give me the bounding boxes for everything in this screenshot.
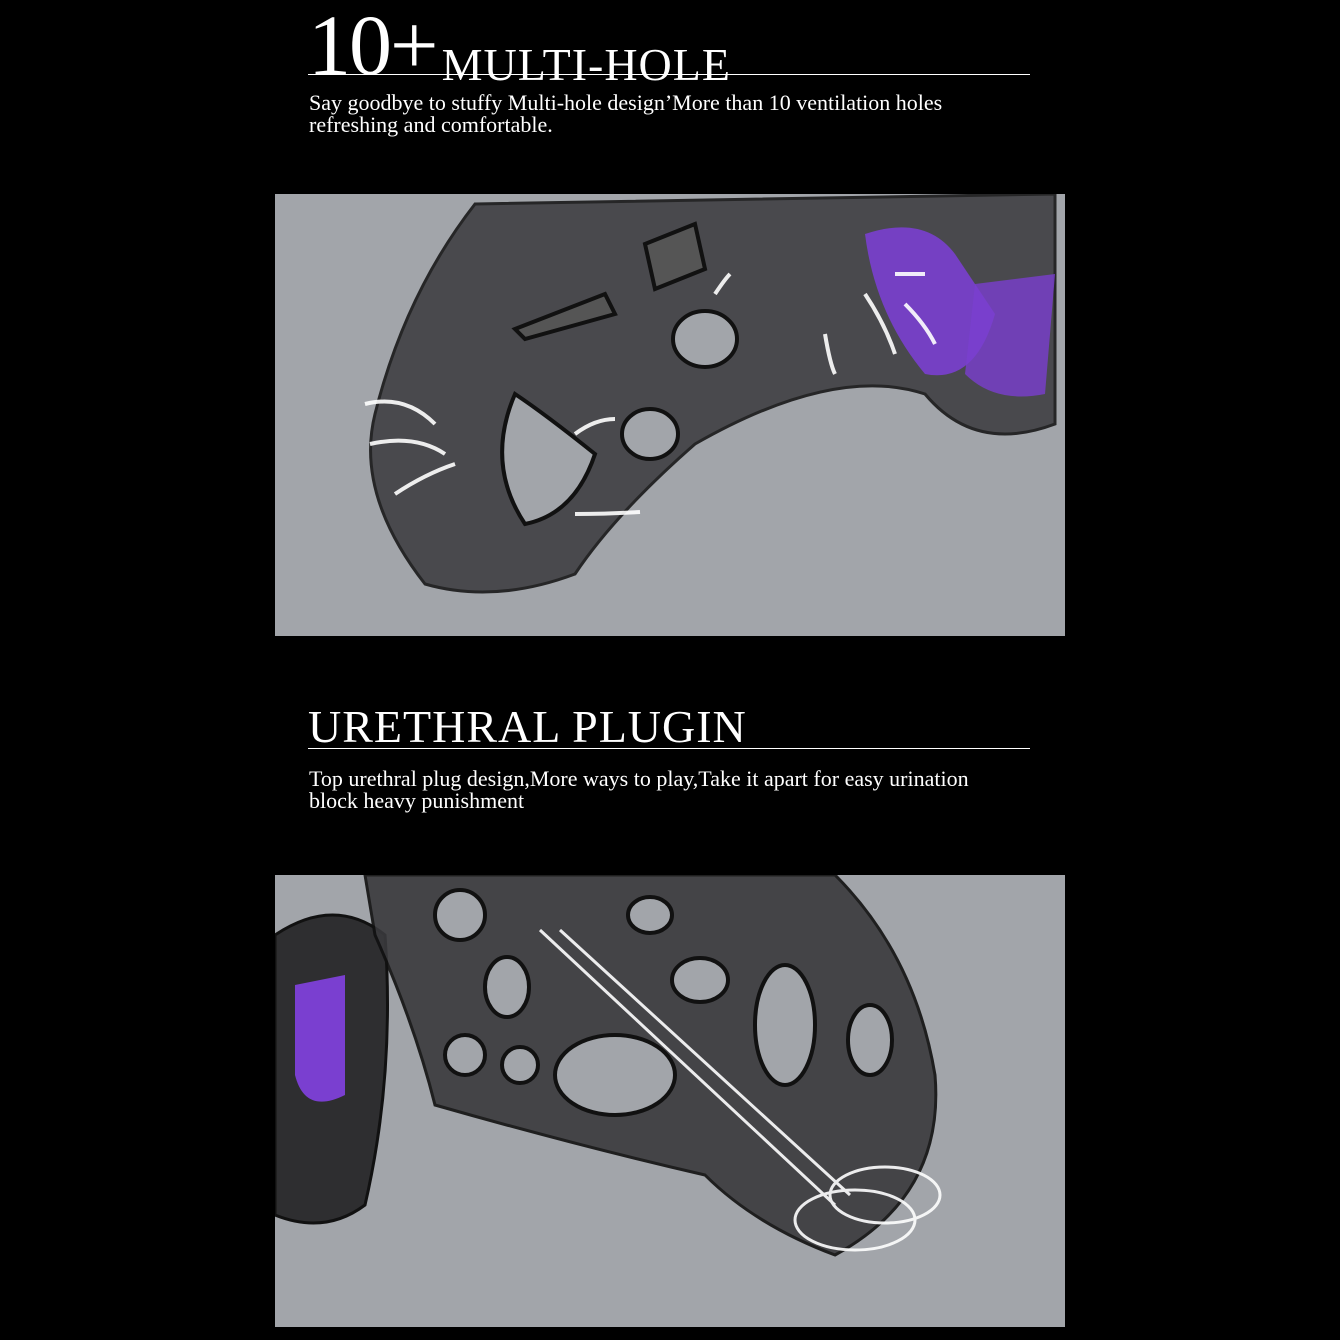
multi-hole-render-image (275, 194, 1065, 636)
section-title: URETHRAL PLUGIN (308, 701, 747, 752)
description-line: Top urethral plug design,More ways to pl… (309, 766, 969, 791)
section-title: MULTI-HOLE (441, 39, 731, 90)
description-line: Say goodbye to stuffy Multi-hole design’… (309, 90, 943, 115)
urethral-plugin-description: Top urethral plug design,More ways to pl… (309, 768, 1049, 812)
hole-count: 10+ (308, 0, 439, 93)
description-line: block heavy punishment (309, 788, 525, 813)
description-line: refreshing and comfortable. (309, 112, 553, 137)
urethral-plugin-heading: URETHRAL PLUGIN (308, 701, 1030, 752)
multi-hole-heading: 10+ MULTI-HOLE (308, 2, 1030, 88)
multi-hole-description: Say goodbye to stuffy Multi-hole design’… (309, 92, 1049, 136)
urethral-plugin-render-image (275, 875, 1065, 1327)
